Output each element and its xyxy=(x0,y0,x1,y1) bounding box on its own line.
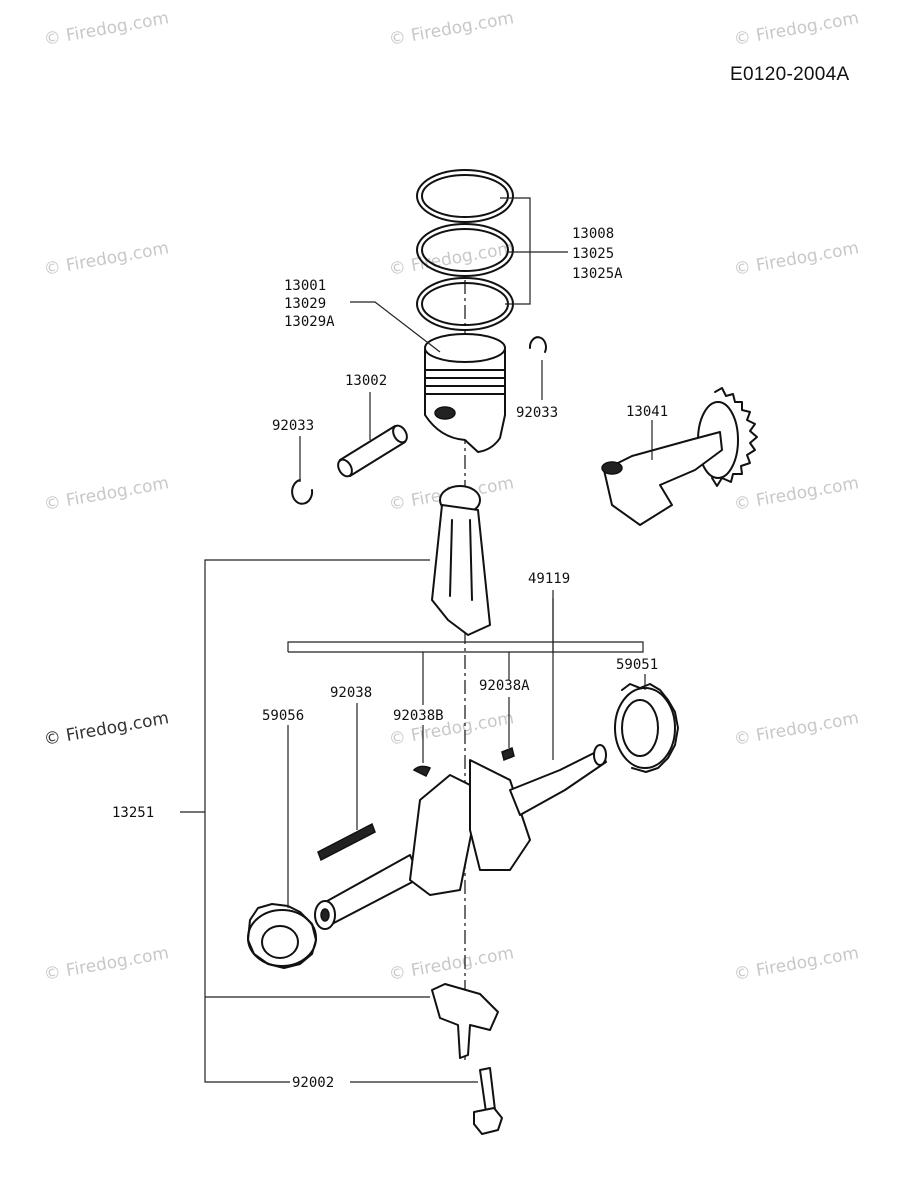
label-piston-3: 13029A xyxy=(284,314,335,330)
diagram-title: E0120-2004A xyxy=(730,64,850,85)
label-circlip-left: 92033 xyxy=(272,418,314,434)
leader-piston-rings xyxy=(500,197,568,305)
leader-piston xyxy=(350,301,441,353)
label-piston-ring-3: 13025A xyxy=(572,266,623,282)
camshaft xyxy=(601,387,758,526)
label-piston-1: 13001 xyxy=(284,278,326,294)
circlip-left xyxy=(291,479,314,505)
piston xyxy=(424,333,506,453)
gear-left xyxy=(247,903,317,969)
watermark: © Firedog.com xyxy=(42,473,170,515)
watermark: © Firedog.com xyxy=(732,238,860,280)
watermark: © Firedog.com xyxy=(732,708,860,750)
piston-ring xyxy=(416,169,514,223)
watermark: © Firedog.com xyxy=(387,8,515,50)
watermark: © Firedog.com xyxy=(42,238,170,280)
label-piston-2: 13029 xyxy=(284,296,326,312)
label-circlip-right: 92033 xyxy=(516,405,558,421)
circlip-right xyxy=(528,336,547,353)
label-crankshaft: 49119 xyxy=(528,571,570,587)
label-key-92038: 92038 xyxy=(330,685,372,701)
watermark: © Firedog.com xyxy=(732,943,860,985)
label-camshaft: 13041 xyxy=(626,404,668,420)
label-gear-right: 59051 xyxy=(616,657,658,673)
label-connecting-rod: 13251 xyxy=(112,805,154,821)
watermark: © Firedog.com xyxy=(42,708,170,750)
leader-crank-assembly xyxy=(287,598,644,705)
leader-connecting-rod xyxy=(180,559,478,1083)
watermark: © Firedog.com xyxy=(42,8,170,50)
connecting-rod xyxy=(431,485,491,636)
label-piston-ring-2: 13025 xyxy=(572,246,614,262)
watermark: © Firedog.com xyxy=(732,8,860,50)
piston-ring xyxy=(421,228,509,272)
label-piston-ring-1: 13008 xyxy=(572,226,614,242)
label-rod-bolt: 92002 xyxy=(292,1075,334,1091)
rod-bolt xyxy=(473,1067,503,1135)
watermark: © Firedog.com xyxy=(42,943,170,985)
watermark: © Firedog.com xyxy=(732,473,860,515)
crankshaft-keys xyxy=(317,746,515,862)
piston-ring xyxy=(421,174,509,218)
piston-pin xyxy=(337,424,408,478)
label-gear-left: 59056 xyxy=(262,708,304,724)
piston-ring xyxy=(416,223,514,277)
gear-right xyxy=(614,683,679,773)
watermark: © Firedog.com xyxy=(387,238,515,280)
label-key-92038a: 92038A xyxy=(479,678,530,694)
watermark: © Firedog.com xyxy=(387,943,515,985)
label-piston-pin: 13002 xyxy=(345,373,387,389)
crankshaft xyxy=(314,744,607,930)
label-key-92038b: 92038B xyxy=(393,708,444,724)
piston-rings xyxy=(416,169,514,331)
connecting-rod-cap xyxy=(431,983,499,1059)
